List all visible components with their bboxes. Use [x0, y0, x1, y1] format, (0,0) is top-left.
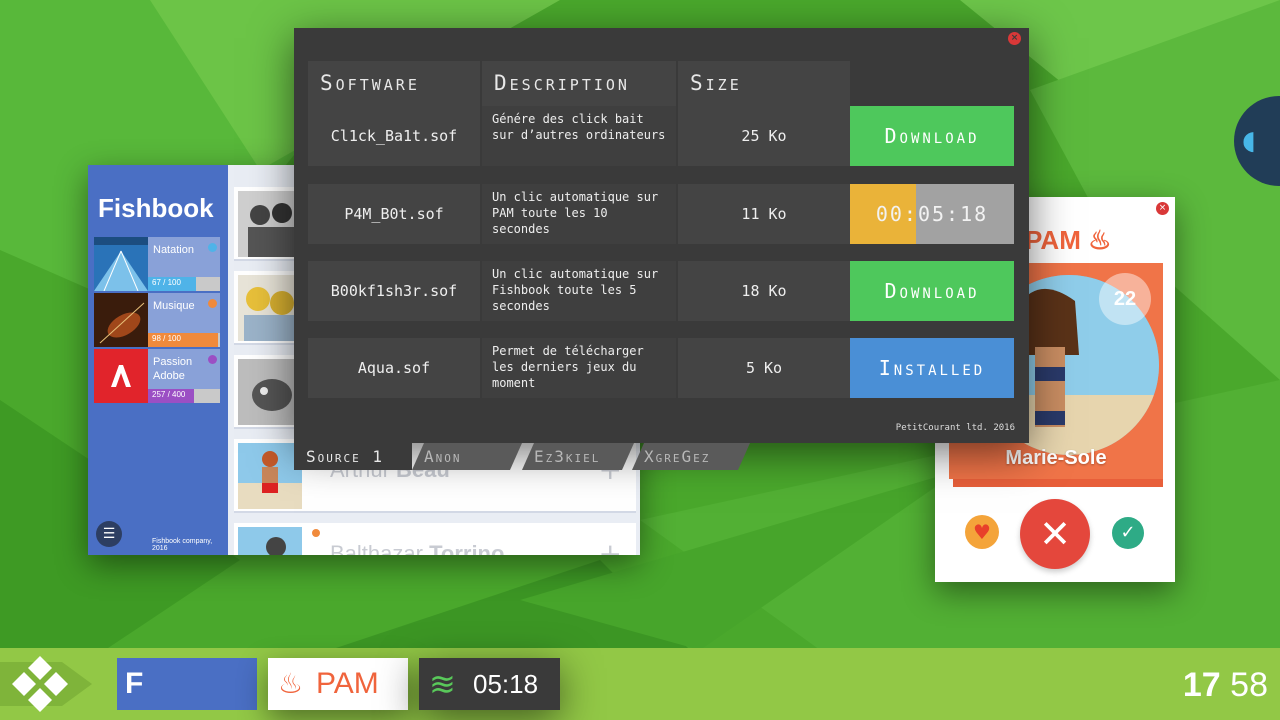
- profile-photo: [238, 275, 302, 341]
- column-header-size: Size: [678, 61, 850, 106]
- reject-button[interactable]: ✕: [1020, 499, 1090, 569]
- taskbar: F ♨ PAM ≋ 05:18 17 58: [0, 648, 1280, 720]
- software-window[interactable]: × Software Description Size Cl1ck_Ba1t.s…: [294, 28, 1029, 443]
- start-menu-icon[interactable]: [0, 648, 92, 720]
- group-name: Musique: [153, 300, 195, 312]
- software-footer: PetitCourant ltd. 2016: [895, 423, 1015, 433]
- tab-xgregez[interactable]: XgreGez: [632, 443, 750, 470]
- group-status-dot: [208, 299, 217, 308]
- group-passion-adobe[interactable]: Passion Adobe 257 / 400: [94, 349, 220, 403]
- tab-source-1[interactable]: Source 1: [294, 443, 412, 470]
- group-thumbnail: [94, 237, 148, 292]
- table-row: P4M_B0t.sof Un clic automatique sur PAM …: [308, 184, 850, 244]
- taskbar-software-button[interactable]: ≋ 05:18: [419, 658, 560, 710]
- table-row: Cl1ck_Ba1t.sof Génére des click bait sur…: [308, 106, 850, 166]
- profile-photo: [238, 191, 302, 257]
- software-name: P4M_B0t.sof: [308, 184, 480, 244]
- fishbook-title: Fishbook: [98, 193, 214, 223]
- feed-card[interactable]: Balthazar Torrino +: [234, 523, 636, 555]
- software-size: 18 Ko: [678, 261, 850, 321]
- software-description: Permet de télécharger les derniers jeux …: [482, 338, 676, 398]
- group-name: Passion Adobe: [153, 356, 193, 382]
- accept-check-icon[interactable]: ✓: [1112, 517, 1144, 549]
- candle-icon: ♨: [278, 668, 304, 699]
- software-size: 5 Ko: [678, 338, 850, 398]
- group-progress-text: 98 / 100: [152, 334, 181, 343]
- fishbook-sidebar: Fishbook Natation 67 / 100 Musique: [88, 165, 228, 555]
- profile-age-badge: 22: [1099, 273, 1151, 325]
- group-progress-text: 67 / 100: [152, 278, 181, 287]
- table-row: Aqua.sof Permet de télécharger les derni…: [308, 338, 850, 398]
- status-dot: [312, 529, 320, 537]
- close-icon[interactable]: ×: [1008, 32, 1021, 45]
- group-progress-text: 257 / 400: [152, 390, 186, 399]
- taskbar-fishbook-button[interactable]: F: [117, 658, 257, 710]
- taskbar-pam-button[interactable]: ♨ PAM: [268, 658, 408, 710]
- column-header-description: Description: [482, 61, 676, 106]
- tab-anon[interactable]: Anon: [412, 443, 522, 470]
- group-status-dot: [208, 243, 217, 252]
- software-description: Un clic automatique sur Fishbook toute l…: [482, 261, 676, 321]
- group-progress-bar: 98 / 100: [148, 333, 220, 347]
- download-button[interactable]: Download: [850, 106, 1014, 166]
- group-progress-bar: 67 / 100: [148, 277, 220, 291]
- profile-photo: [238, 527, 302, 555]
- profile-photo: [238, 443, 302, 509]
- menu-icon[interactable]: ☰: [96, 521, 122, 547]
- column-header-software: Software: [308, 61, 480, 106]
- feed-card-name: Balthazar Torrino: [330, 541, 505, 555]
- group-musique[interactable]: Musique 98 / 100: [94, 293, 220, 347]
- software-description: Génére des click bait sur d’autres ordin…: [482, 106, 676, 166]
- group-thumbnail: [94, 293, 148, 347]
- group-name: Natation: [153, 244, 194, 256]
- download-button[interactable]: Download: [850, 261, 1014, 321]
- software-size: 11 Ko: [678, 184, 850, 244]
- source-tabs: Source 1 Anon Ez3kiel XgreGez: [294, 443, 754, 470]
- software-name: B00kf1sh3r.sof: [308, 261, 480, 321]
- group-natation[interactable]: Natation 67 / 100: [94, 237, 220, 292]
- heart-icon[interactable]: ♥: [965, 515, 999, 549]
- group-status-dot: [208, 355, 217, 364]
- waves-icon: ≋: [429, 666, 456, 702]
- timer-text: 00:05:18: [875, 202, 989, 226]
- software-description: Un clic automatique sur PAM toute les 10…: [482, 184, 676, 244]
- add-friend-icon[interactable]: +: [598, 537, 622, 555]
- clock: 17 58: [1182, 666, 1268, 704]
- table-row: B00kf1sh3r.sof Un clic automatique sur F…: [308, 261, 850, 321]
- software-name: Aqua.sof: [308, 338, 480, 398]
- installed-button[interactable]: Installed: [850, 338, 1014, 398]
- close-icon[interactable]: ×: [1156, 202, 1169, 215]
- tab-ez3kiel[interactable]: Ez3kiel: [522, 443, 634, 470]
- adobe-logo-icon: [94, 349, 148, 403]
- pam-logo: PAM ♨: [1025, 225, 1112, 255]
- candle-icon: ♨: [1088, 225, 1112, 255]
- software-size: 25 Ko: [678, 106, 850, 166]
- profile-name: Marie-Sole: [1005, 447, 1107, 469]
- timer-progress-fill: [850, 184, 916, 244]
- software-name: Cl1ck_Ba1t.sof: [308, 106, 480, 166]
- group-progress-bar: 257 / 400: [148, 389, 220, 403]
- fishbook-footer: Fishbook company, 2016: [152, 538, 213, 552]
- profile-photo: [238, 359, 302, 425]
- download-progress-timer: 00:05:18: [850, 184, 1014, 244]
